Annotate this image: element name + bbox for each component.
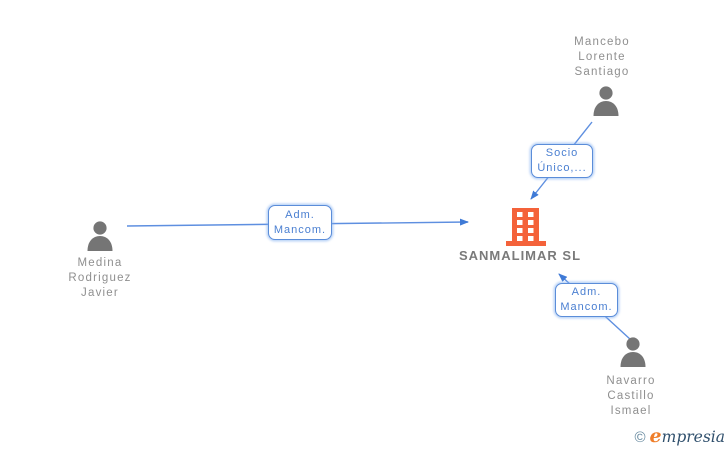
brand-name: mpresia	[661, 428, 725, 446]
company-node[interactable]	[504, 208, 548, 251]
person-node-navarro[interactable]	[619, 337, 647, 372]
person-name-line: Ismael	[610, 405, 652, 417]
person-node-medina[interactable]	[86, 221, 114, 256]
relation-label-line: Adm.	[285, 208, 315, 221]
relation-label-line: Mancom.	[560, 301, 613, 313]
person-icon	[620, 337, 646, 367]
brand-accent-letter: e	[649, 425, 662, 447]
person-name-line: Navarro	[606, 375, 656, 387]
copyright-icon: ©	[634, 429, 646, 446]
person-name-medina: Medina Rodriguez Javier	[40, 256, 160, 301]
person-name-line: Santiago	[574, 66, 630, 78]
empresia-watermark[interactable]: ©empresia	[634, 425, 725, 447]
person-node-mancebo[interactable]	[592, 86, 620, 121]
relation-label-adm-mancom-medina[interactable]: Adm. Mancom.	[268, 205, 332, 240]
relation-label-line: Socio	[545, 147, 579, 159]
company-building-icon	[506, 208, 546, 246]
person-name-line: Lorente	[578, 51, 626, 63]
relation-label-line: Adm.	[571, 286, 602, 298]
relation-label-adm-mancom-navarro[interactable]: Adm. Mancom.	[555, 283, 618, 317]
person-name-navarro: Navarro Castillo Ismael	[571, 374, 691, 419]
person-name-mancebo: Mancebo Lorente Santiago	[542, 35, 662, 80]
person-icon	[593, 86, 619, 116]
relation-label-socio-unico[interactable]: Socio Único,...	[531, 144, 593, 178]
company-name: SANMALIMAR SL	[458, 248, 582, 263]
relation-label-line: Único,...	[537, 162, 587, 174]
person-name-line: Castillo	[607, 390, 655, 402]
person-name-line: Medina	[77, 257, 123, 269]
person-name-line: Javier	[81, 287, 119, 299]
person-name-line: Mancebo	[574, 36, 630, 48]
person-icon	[87, 221, 113, 251]
person-name-line: Rodriguez	[68, 272, 132, 284]
relation-label-line: Mancom.	[273, 223, 327, 236]
